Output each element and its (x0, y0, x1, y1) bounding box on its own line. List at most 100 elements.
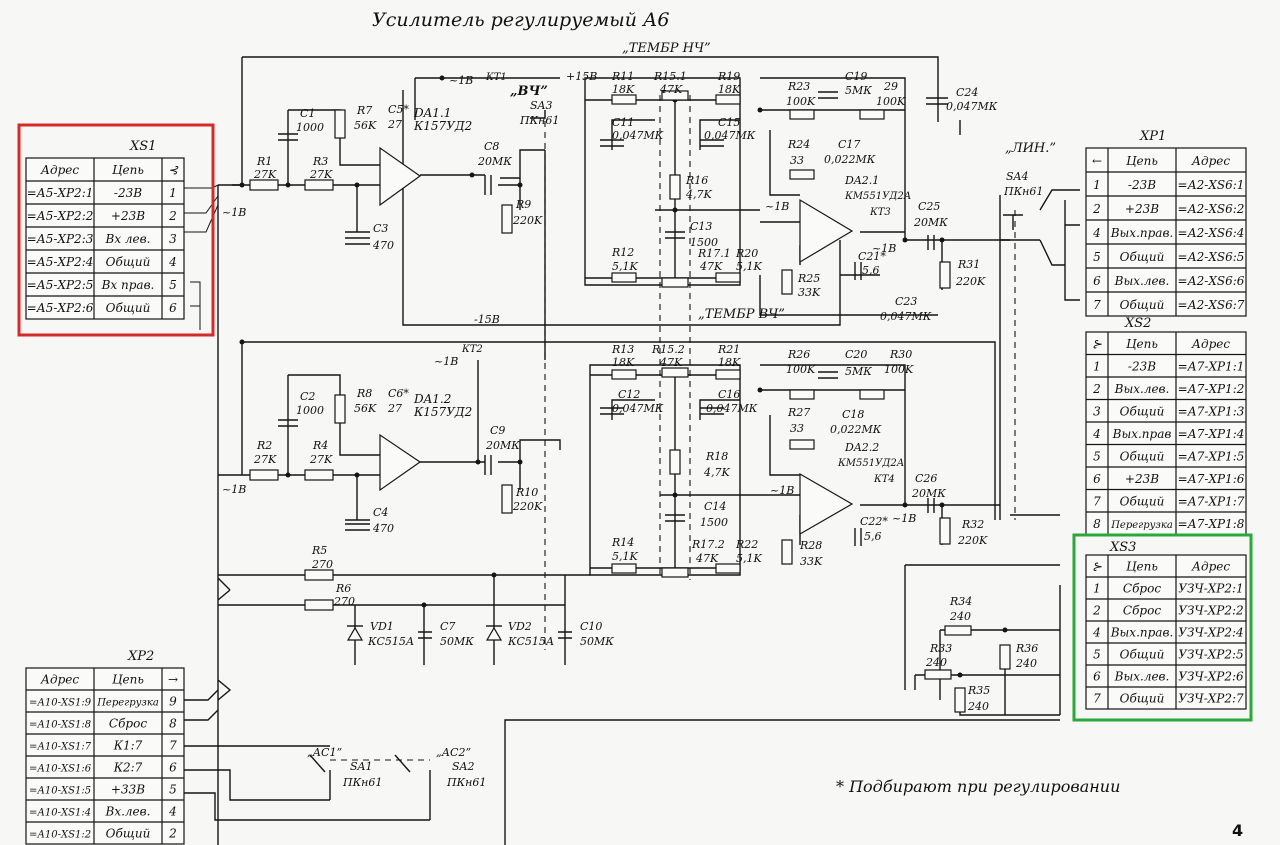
svg-text:C25: C25 (918, 200, 940, 213)
connector-cell-xs3: 4 (1092, 625, 1101, 639)
connector-cell-xs3: Сброс (1123, 581, 1161, 595)
connector-cell-xs3: 2 (1092, 603, 1101, 617)
svg-text:R25: R25 (797, 272, 820, 285)
svg-text:R5: R5 (311, 544, 327, 557)
testpoint-kt3: КТ3 (869, 207, 891, 218)
svg-text:R24: R24 (787, 138, 810, 151)
connector-cell-xs1: =А5-ХР2:1 (27, 186, 94, 200)
connector-title-xs2: XS2 (1124, 316, 1151, 331)
svg-text:220K: 220K (512, 214, 543, 227)
svg-text:C6*: C6* (388, 387, 409, 400)
svg-text:100K: 100K (876, 95, 906, 108)
connector-header-xp2: Цепь (112, 672, 144, 686)
opamp-da22: DA2.2 КМ551УД2А (799, 441, 904, 536)
svg-text:1000: 1000 (296, 121, 324, 134)
svg-text:К157УД2: К157УД2 (413, 119, 472, 133)
svg-text:5,1K: 5,1K (612, 260, 638, 273)
connector-frame-xs1 (25, 157, 185, 320)
connector-cell-xs1: 4 (168, 255, 177, 269)
connector-cell-xs1: Общий (106, 301, 151, 315)
connector-cell-xp1: Общий (1120, 298, 1165, 312)
svg-text:47K: 47K (659, 83, 683, 96)
connector-header-xp2: Адрес (40, 672, 79, 686)
svg-text:C21*: C21* (858, 250, 886, 263)
connector-cell-xp2: =А10-XS1:8 (29, 719, 91, 730)
connector-cell-xs1: +23В (111, 209, 145, 223)
label-level-da22: ~1В (892, 512, 916, 525)
connector-header-xs1: Цепь (112, 163, 144, 177)
xs1-highlight-frame (17, 123, 215, 337)
svg-text:56K: 56K (354, 119, 377, 132)
connector-cell-xs2: Вых.лев. (1114, 382, 1170, 396)
svg-text:DA1.2: DA1.2 (413, 392, 451, 406)
svg-text:КС515А: КС515А (367, 635, 414, 648)
connector-cell-xp1: Общий (1120, 250, 1165, 264)
connector-cell-xs2: 6 (1093, 472, 1101, 486)
connector-cell-xp1: =А2-XS6:1 (1178, 178, 1245, 192)
svg-text:VD1: VD1 (370, 620, 394, 633)
svg-text:C1: C1 (300, 107, 315, 120)
svg-text:0,047МК: 0,047МК (704, 129, 756, 142)
svg-text:ПКн61: ПКн61 (446, 776, 486, 789)
label-minus15: -15В (474, 313, 500, 326)
connector-cell-xs3: УЗЧ-ХР2:4 (1178, 625, 1243, 639)
svg-text:100K: 100K (884, 363, 914, 376)
testpoint-kt2: КТ2 (461, 344, 483, 355)
svg-text:R32: R32 (961, 518, 984, 531)
svg-text:R26: R26 (787, 348, 810, 361)
svg-text:R34: R34 (949, 595, 972, 608)
svg-text:R1: R1 (256, 155, 272, 168)
connector-header-xs1: ⊰ (168, 163, 179, 177)
svg-text:C5*: C5* (388, 103, 409, 116)
connector-cell-xs2: Общий (1120, 404, 1165, 418)
svg-text:VD2: VD2 (508, 620, 532, 633)
svg-text:0,047МК: 0,047МК (880, 310, 932, 323)
svg-text:R8: R8 (356, 387, 372, 400)
label-lin: „ЛИН.” (1005, 141, 1056, 156)
connector-header-xs2: Цепь (1126, 337, 1158, 351)
connector-cell-xs1: =А5-ХР2:4 (27, 255, 94, 269)
connector-cell-xp1: Вых.лев. (1114, 274, 1170, 288)
svg-text:470: 470 (372, 522, 394, 535)
connector-title-xs1: XS1 (129, 139, 156, 154)
svg-text:КС515А: КС515А (507, 635, 554, 648)
label-level-da21: ~1В (872, 242, 896, 255)
svg-text:R2: R2 (256, 439, 272, 452)
connector-cell-xp2: 8 (169, 716, 177, 730)
connector-cell-xp1: 4 (1092, 226, 1101, 240)
svg-text:C16: C16 (718, 388, 740, 401)
svg-text:240: 240 (1015, 657, 1037, 670)
svg-text:КМ551УД2А: КМ551УД2А (837, 458, 904, 469)
connector-cell-xs2: Перегрузка (1110, 520, 1173, 531)
label-plus15: +15В (566, 70, 597, 83)
connector-cell-xp1: 1 (1093, 178, 1101, 192)
label-tembr-vch: „ТЕМБР ВЧ” (698, 307, 785, 322)
connector-cell-xp2: Перегрузка (96, 697, 159, 708)
resistor-symbols (249, 90, 1011, 713)
svg-text:R15.2: R15.2 (651, 343, 685, 356)
svg-text:C14: C14 (704, 500, 726, 513)
svg-text:C7: C7 (440, 620, 455, 633)
svg-text:R17.1: R17.1 (697, 247, 731, 260)
connector-header-xp2: → (168, 672, 178, 686)
connector-cell-xp2: =А10-XS1:9 (29, 697, 92, 708)
connector-cell-xs1: 1 (169, 186, 177, 200)
label-level-xs1: ~1В (222, 206, 246, 219)
svg-text:5МК: 5МК (845, 84, 872, 97)
connector-cell-xs3: УЗЧ-ХР2:6 (1178, 669, 1244, 683)
svg-text:0,047МК: 0,047МК (946, 100, 998, 113)
connector-header-xs2: Адрес (1191, 337, 1230, 351)
opamp-da12: DA1.2 К157УД2 (379, 392, 472, 492)
connector-cell-xs2: =А7-ХР1:1 (1178, 359, 1245, 373)
svg-text:27K: 27K (253, 168, 277, 181)
connector-cell-xs1: -23В (114, 186, 142, 200)
svg-text:27K: 27K (309, 168, 333, 181)
svg-text:C4: C4 (373, 506, 388, 519)
svg-text:33K: 33K (800, 555, 823, 568)
svg-text:C18: C18 (842, 408, 864, 421)
svg-text:DA1.1: DA1.1 (413, 106, 451, 120)
